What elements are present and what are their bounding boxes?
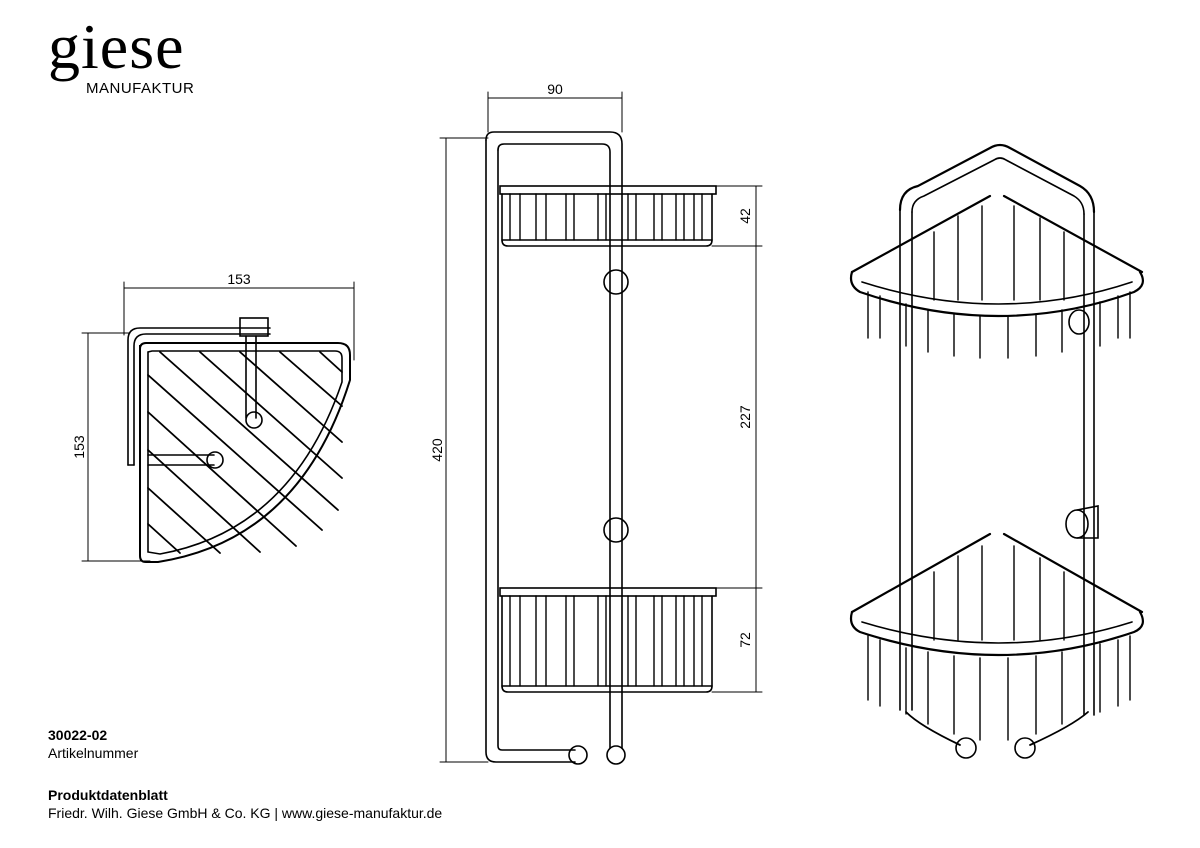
perspective-view <box>849 143 1145 759</box>
dim-side-width: 90 <box>547 81 563 97</box>
product-number: 30022-02 <box>48 727 108 743</box>
datasheet-title: Produktdatenblatt <box>48 787 168 803</box>
dim-top-depth: 153 <box>71 435 87 459</box>
product-number-label: Artikelnummer <box>48 745 139 761</box>
top-view <box>127 317 351 563</box>
dim-basket-top-height: 42 <box>737 208 753 224</box>
product-info: 30022-02 Artikelnummer <box>48 726 138 762</box>
dim-basket-gap: 227 <box>737 405 753 429</box>
dim-top-width: 153 <box>227 271 251 287</box>
side-view <box>485 131 717 765</box>
brand-logo: giese MANUFAKTUR <box>48 12 208 104</box>
brand-logo-wordmark: giese <box>48 11 185 82</box>
footer-info: Produktdatenblatt Friedr. Wilh. Giese Gm… <box>48 786 442 822</box>
company-line: Friedr. Wilh. Giese GmbH & Co. KG | www.… <box>48 805 443 821</box>
dim-basket-bottom-height: 72 <box>737 632 753 648</box>
brand-logo-subtitle: MANUFAKTUR <box>86 80 195 97</box>
dim-total-height: 420 <box>429 438 445 462</box>
